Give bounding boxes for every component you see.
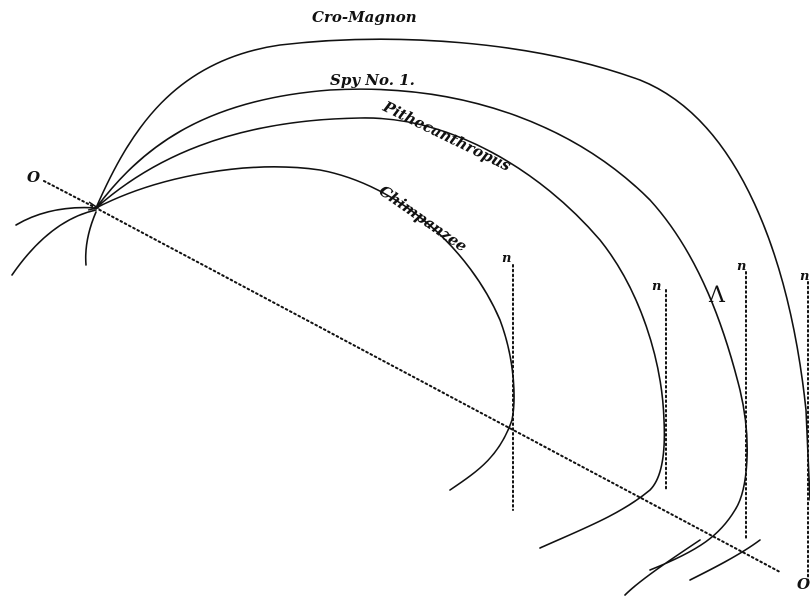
spy-label: Spy No. 1. xyxy=(330,71,415,89)
n-label-pithecanthropus: n xyxy=(652,279,661,294)
point-o-left: O xyxy=(27,168,40,186)
o-arrowhead xyxy=(87,201,100,211)
cro-magnon-curve xyxy=(95,38,810,501)
lambda-label: Λ xyxy=(708,283,726,308)
occipital-stub-upper xyxy=(15,206,97,226)
chimpanzee-label: Chimpanzee xyxy=(376,182,471,256)
occipital-stub-lower xyxy=(11,209,97,276)
n-label-cro-magnon: n xyxy=(800,269,809,284)
n-label-chimpanzee: n xyxy=(502,251,511,266)
spy-curve xyxy=(95,88,748,571)
cro-magnon-base-stroke xyxy=(689,539,761,581)
pithecanthropus-curve xyxy=(95,117,666,549)
point-o-right: O xyxy=(797,575,810,593)
chimpanzee-curve xyxy=(95,166,515,491)
o-o-reference-line xyxy=(43,180,781,573)
n-label-spy: n xyxy=(737,259,746,274)
cro-magnon-label: Cro-Magnon xyxy=(312,8,417,26)
occipital-stub-short xyxy=(84,211,97,266)
pithecanthropus-base-stroke xyxy=(624,539,701,596)
